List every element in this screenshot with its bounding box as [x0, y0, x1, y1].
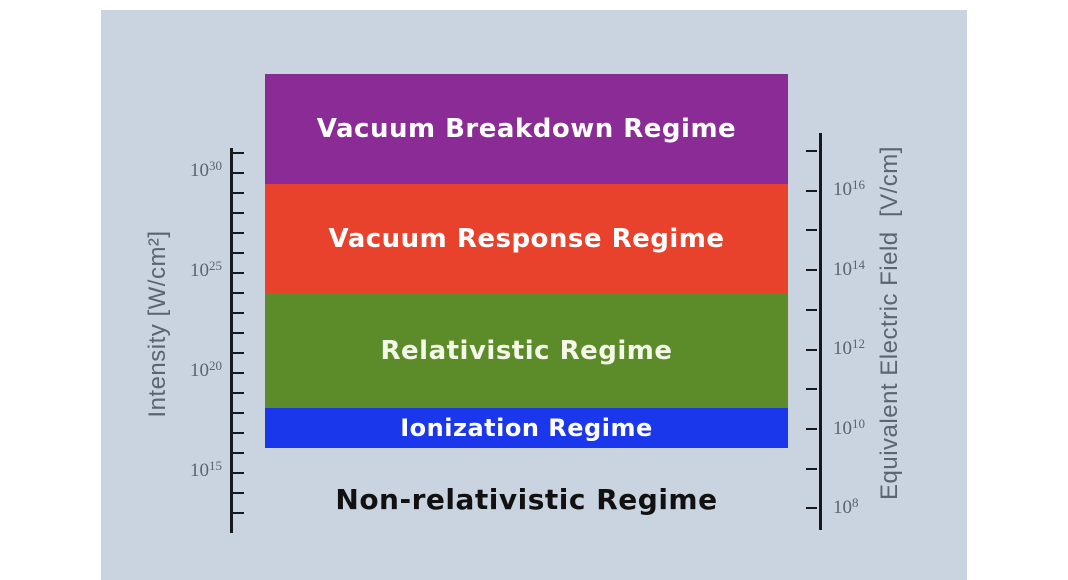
left-axis-tick	[233, 252, 244, 254]
right-axis-tick	[806, 468, 817, 470]
right-axis-tick	[806, 349, 817, 351]
left-axis-tick	[233, 172, 244, 174]
right-tick-label: 1014	[833, 257, 865, 280]
left-axis-tick	[233, 432, 244, 434]
band-relativistic-regime: Relativistic Regime	[265, 293, 788, 408]
band-label-ionization: Ionization Regime	[400, 414, 653, 442]
left-axis-tick	[233, 292, 244, 294]
left-axis-tick	[233, 412, 244, 414]
band-ionization-regime: Ionization Regime	[265, 408, 788, 448]
left-tick-label: 1015	[190, 458, 222, 481]
left-axis-tick	[233, 372, 244, 374]
band-vacuum-response-regime: Vacuum Response Regime	[265, 184, 788, 293]
right-axis-tick	[806, 150, 817, 152]
band-label-vacuum-response: Vacuum Response Regime	[328, 223, 725, 254]
left-axis-tick	[233, 352, 244, 354]
left-axis-tick	[233, 452, 244, 454]
left-axis-tick	[233, 472, 244, 474]
band-label-vacuum-breakdown: Vacuum Breakdown Regime	[316, 114, 737, 144]
right-axis-tick	[806, 190, 817, 192]
right-axis-tick	[806, 229, 817, 231]
right-tick-label: 108	[833, 495, 859, 518]
left-tick-label: 1025	[190, 258, 222, 281]
left-axis-title: Intensity [W/cm²]	[144, 230, 171, 418]
left-axis-tick	[233, 492, 244, 494]
left-axis-tick	[233, 212, 244, 214]
right-axis-tick	[806, 309, 817, 311]
left-axis-tick	[233, 512, 244, 514]
left-axis-tick	[233, 392, 244, 394]
right-axis-line	[819, 133, 822, 530]
left-tick-label: 1020	[190, 358, 222, 381]
left-axis-tick	[233, 232, 244, 234]
band-label-relativistic: Relativistic Regime	[380, 335, 673, 366]
right-tick-label: 1012	[833, 336, 865, 359]
right-tick-label: 1016	[833, 177, 865, 200]
band-vacuum-breakdown-regime: Vacuum Breakdown Regime	[265, 74, 788, 184]
non-relativistic-regime-label: Non-relativistic Regime	[335, 483, 718, 516]
left-axis-line	[230, 148, 233, 533]
left-axis-tick	[233, 272, 244, 274]
left-axis-tick	[233, 312, 244, 314]
right-axis-tick	[806, 507, 817, 509]
right-tick-label: 1010	[833, 416, 865, 439]
left-axis-tick	[233, 332, 244, 334]
left-axis-tick	[233, 152, 244, 154]
right-axis-tick	[806, 428, 817, 430]
right-axis-title: Equivalent Electric Field [V/cm]	[876, 146, 903, 500]
left-axis-tick	[233, 192, 244, 194]
left-tick-label: 1030	[190, 158, 222, 181]
right-axis-tick	[806, 388, 817, 390]
right-axis-tick	[806, 269, 817, 271]
